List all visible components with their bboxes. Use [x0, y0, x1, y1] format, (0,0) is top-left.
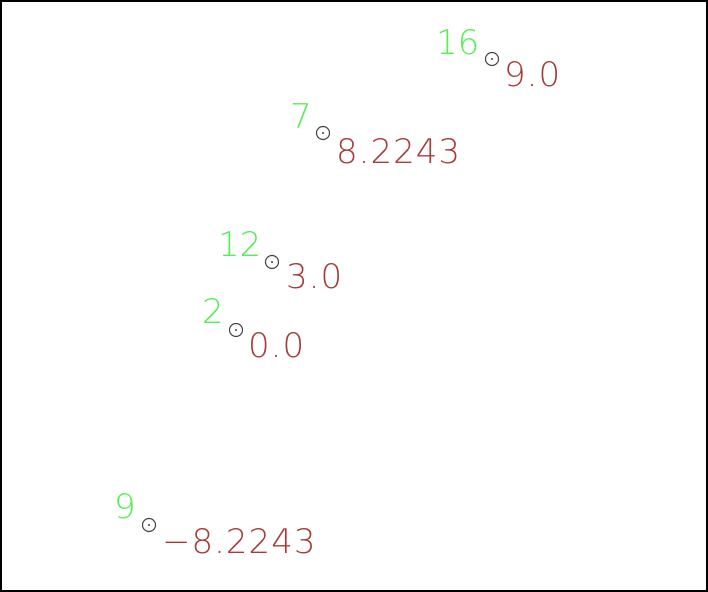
point-group: 9 −8.2243 — [114, 487, 316, 562]
point-value-label: 3.0 — [286, 257, 343, 297]
point-id-label: 12 — [218, 225, 261, 265]
point-group: 7 8.2243 — [290, 97, 461, 172]
point-id-label: 7 — [290, 97, 312, 137]
point-marker[interactable] — [484, 51, 500, 67]
point-marker[interactable] — [228, 322, 244, 338]
point-value-label: 0.0 — [248, 326, 305, 366]
point-group: 2 0.0 — [202, 292, 305, 366]
point-value-label: 9.0 — [504, 55, 561, 95]
point-group: 12 3.0 — [218, 225, 343, 297]
point-value-label: 8.2243 — [336, 132, 461, 172]
point-marker[interactable] — [315, 125, 331, 141]
point-id-label: 16 — [436, 23, 479, 63]
point-group: 16 9.0 — [436, 23, 561, 95]
point-marker[interactable] — [264, 254, 280, 270]
point-marker[interactable] — [141, 517, 157, 533]
point-id-label: 2 — [202, 292, 224, 332]
point-value-label: −8.2243 — [162, 522, 316, 562]
point-id-label: 9 — [114, 487, 136, 527]
